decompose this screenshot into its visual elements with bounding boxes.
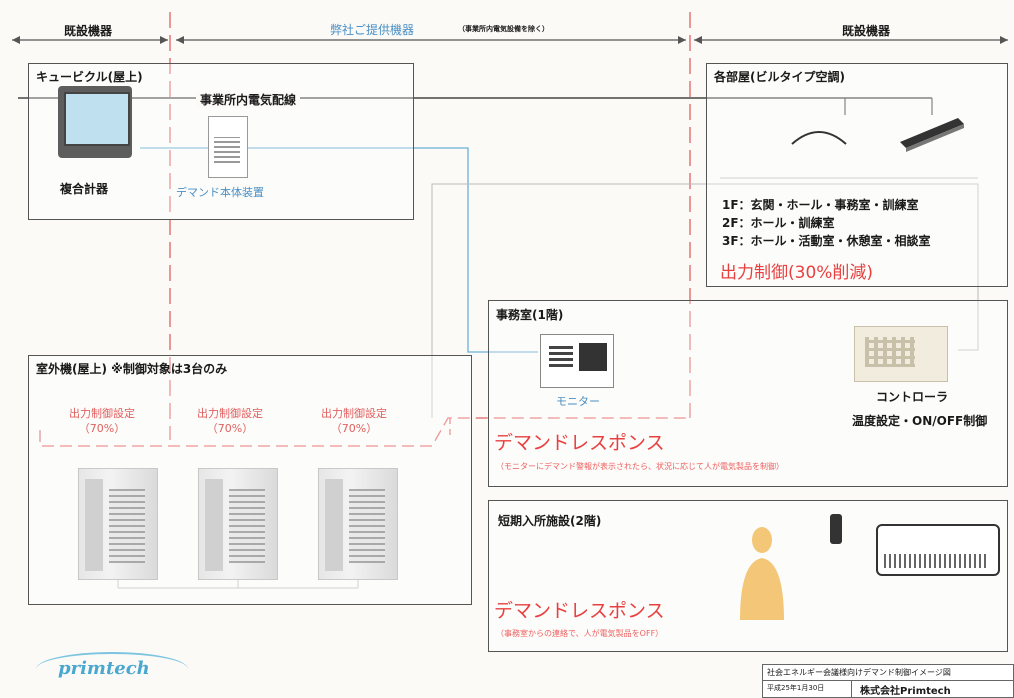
- monitor-icon: [540, 334, 614, 388]
- setting-3-label: 出力制御設定: [321, 407, 387, 420]
- controller-label: コントローラ: [876, 390, 949, 404]
- primtech-logo: [36, 652, 188, 686]
- header-provided: 弊社ご提供機器: [330, 23, 415, 37]
- floors-list: 1F：玄関・ホール・事務室・訓練室 2F：ホール・訓練室 3F：ホール・活動室・…: [722, 196, 931, 250]
- floor-2: 2F：ホール・訓練室: [722, 216, 835, 230]
- cubicle-title: キュービクル(屋上): [36, 70, 143, 84]
- remote-icon: [830, 514, 842, 544]
- ceiling-ac-icon: [791, 131, 847, 145]
- floor-3: 3F：ホール・活動室・休憩室・相談室: [722, 234, 931, 248]
- header-provided-note: （事業所内電気設備を除く）: [458, 25, 549, 33]
- meter-label: 複合計器: [60, 182, 109, 196]
- floor-1: 1F：玄関・ホール・事務室・訓練室: [722, 198, 919, 212]
- controller-desc: 温度設定・ON/OFF制御: [852, 414, 988, 428]
- doc-date: 平成25年1月30日: [763, 681, 852, 698]
- office-dr-note: （モニターにデマンド警報が表示されたら、状況に応じて人が電気製品を制御）: [496, 462, 784, 471]
- meter-icon: [58, 86, 132, 158]
- outdoor-unit-2: [198, 468, 278, 580]
- outdoor-title: 室外機(屋上) ※制御対象は3台のみ: [36, 362, 228, 376]
- rooms-box: [706, 63, 1008, 287]
- header-existing-left: 既設機器: [64, 24, 113, 38]
- cassette-ac-icon: [900, 118, 964, 152]
- setting-1-value: （70%）: [78, 422, 126, 435]
- shortstay-dr-title: デマンドレスポンス: [494, 600, 665, 622]
- setting-2-label: 出力制御設定: [197, 407, 263, 420]
- setting-2-value: （70%）: [206, 422, 254, 435]
- setting-1: 出力制御設定 （70%）: [52, 406, 152, 436]
- setting-3: 出力制御設定 （70%）: [304, 406, 404, 436]
- wiring-label: 事業所内電気配線: [196, 91, 301, 108]
- wall-ac-icon: [876, 524, 1000, 576]
- outdoor-unit-3: [318, 468, 398, 580]
- title-block: 社会エネルギー会議様向けデマンド制御イメージ図 平成25年1月30日 株式会社P…: [762, 664, 1014, 698]
- person-icon: [740, 527, 784, 620]
- shortstay-dr-note: （事務室からの連絡で、人が電気製品をOFF）: [496, 629, 664, 638]
- setting-2: 出力制御設定 （70%）: [180, 406, 280, 436]
- controller-icon: [854, 326, 948, 382]
- logo-text: primtech: [58, 658, 150, 679]
- office-title: 事務室(1階): [496, 308, 564, 322]
- monitor-label: モニター: [556, 395, 600, 408]
- demand-device-label: デマンド本体装置: [176, 186, 264, 199]
- rooms-control: 出力制御(30%削減): [720, 263, 874, 283]
- outdoor-unit-1: [78, 468, 158, 580]
- office-dr-title: デマンドレスポンス: [494, 432, 665, 454]
- doc-title: 社会エネルギー会議様向けデマンド制御イメージ図: [763, 665, 1013, 681]
- demand-device-icon: [208, 116, 248, 178]
- shortstay-title: 短期入所施設(2階): [498, 514, 602, 528]
- setting-1-label: 出力制御設定: [69, 407, 135, 420]
- company-name: 株式会社Primtech: [860, 686, 951, 697]
- rooms-title: 各部屋(ビルタイプ空調): [714, 70, 845, 84]
- setting-3-value: （70%）: [330, 422, 378, 435]
- header-existing-right: 既設機器: [842, 24, 891, 38]
